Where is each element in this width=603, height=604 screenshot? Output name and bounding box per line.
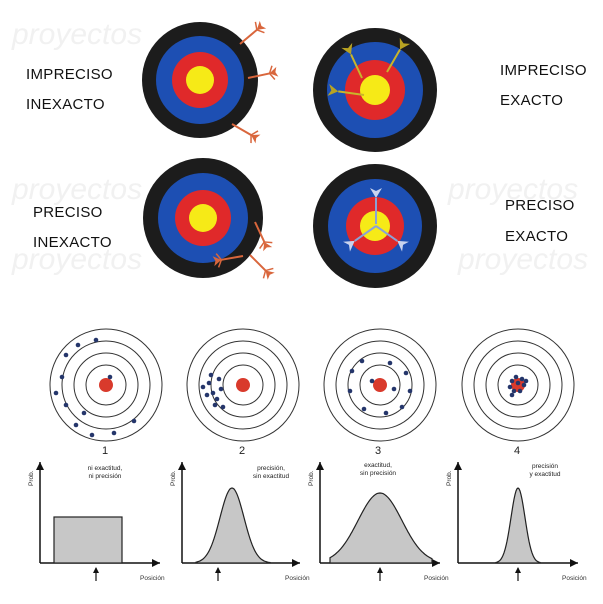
caption-4-line1: precisión — [510, 463, 580, 471]
shot-1-3 — [64, 403, 69, 408]
shot-3-9 — [348, 389, 353, 394]
shot-1-10 — [54, 391, 59, 396]
shot-4-1 — [510, 379, 515, 384]
y-label-1: Prob. — [28, 470, 35, 486]
distribution-narrow-offset — [196, 488, 270, 563]
caption-2-line2: sin exactitud — [236, 473, 306, 481]
shot-3-6 — [400, 405, 405, 410]
shot-2-6 — [213, 403, 218, 408]
reference-arrowhead-4 — [515, 567, 521, 573]
x-axis-arrowhead-2 — [292, 559, 300, 567]
shot-4-7 — [508, 385, 513, 390]
shot-3-2 — [360, 359, 365, 364]
shot-4-3 — [520, 377, 525, 382]
shot-2-3 — [215, 397, 220, 402]
shot-1-4 — [74, 423, 79, 428]
y-axis-arrowhead-2 — [178, 462, 186, 470]
shot-1-11 — [82, 411, 87, 416]
reference-arrowhead-3 — [377, 567, 383, 573]
shot-4-10 — [510, 393, 515, 398]
panel-number-3: 3 — [375, 445, 381, 457]
target-center-2 — [236, 378, 250, 392]
shot-2-7 — [221, 405, 226, 410]
shot-4-6 — [512, 389, 517, 394]
caption-1-line2: ni precisión — [70, 473, 140, 481]
target-center-1 — [99, 378, 113, 392]
shot-3-1 — [350, 369, 355, 374]
x-label-2: Posición — [285, 575, 310, 582]
y-axis-arrowhead-1 — [36, 462, 44, 470]
reference-arrowhead-2 — [215, 567, 221, 573]
target-center-3 — [373, 378, 387, 392]
shot-1-6 — [112, 431, 117, 436]
shot-2-1 — [207, 381, 212, 386]
shot-3-8 — [362, 407, 367, 412]
caption-1: ni exactitud, ni precisión — [70, 465, 140, 481]
y-axis-arrowhead-4 — [454, 462, 462, 470]
caption-2-line1: precisión, — [236, 465, 306, 473]
caption-3-line1: exactitud, — [343, 462, 413, 470]
y-label-3: Prob. — [308, 470, 315, 486]
shot-1-1 — [64, 353, 69, 358]
shot-1-8 — [76, 343, 81, 348]
shot-3-7 — [384, 411, 389, 416]
shot-2-9 — [217, 377, 222, 382]
distribution-uniform — [54, 517, 122, 563]
shot-2-2 — [211, 391, 216, 396]
shot-4-5 — [518, 389, 523, 394]
shot-4-8 — [516, 381, 521, 386]
shot-3-4 — [404, 371, 409, 376]
shot-2-4 — [219, 387, 224, 392]
shot-4-9 — [524, 379, 529, 384]
y-label-2: Prob. — [170, 470, 177, 486]
panel-number-1: 1 — [102, 445, 108, 457]
x-axis-arrowhead-4 — [570, 559, 578, 567]
shot-1-7 — [132, 419, 137, 424]
x-axis-arrowhead-3 — [432, 559, 440, 567]
caption-2: precisión, sin exactitud — [236, 465, 306, 481]
shot-2-10 — [201, 385, 206, 390]
shot-3-10 — [370, 379, 375, 384]
caption-3-line2: sin precisión — [343, 470, 413, 478]
x-label-4: Posición — [562, 575, 587, 582]
shot-2-8 — [209, 373, 214, 378]
shot-1-12 — [108, 375, 113, 380]
distribution-wide-centered — [330, 493, 432, 563]
shot-3-3 — [388, 361, 393, 366]
shot-1-9 — [94, 338, 99, 343]
caption-4: precisión y exactitud — [510, 463, 580, 479]
reference-arrowhead-1 — [93, 567, 99, 573]
panel-number-2: 2 — [239, 445, 245, 457]
x-label-1: Posición — [140, 575, 165, 582]
y-axis-arrowhead-3 — [316, 462, 324, 470]
distribution-narrow-centered — [496, 488, 540, 563]
shot-1-5 — [90, 433, 95, 438]
shot-2-5 — [205, 393, 210, 398]
caption-3: exactitud, sin precisión — [343, 462, 413, 478]
caption-1-line1: ni exactitud, — [70, 465, 140, 473]
x-label-3: Posición — [424, 575, 449, 582]
shot-3-11 — [392, 387, 397, 392]
shot-1-2 — [60, 375, 65, 380]
shot-4-2 — [514, 375, 519, 380]
panel-number-4: 4 — [514, 445, 520, 457]
caption-4-line2: y exactitud — [510, 471, 580, 479]
y-label-4: Prob. — [446, 470, 453, 486]
shot-4-4 — [522, 383, 527, 388]
shot-3-5 — [408, 389, 413, 394]
x-axis-arrowhead-1 — [152, 559, 160, 567]
